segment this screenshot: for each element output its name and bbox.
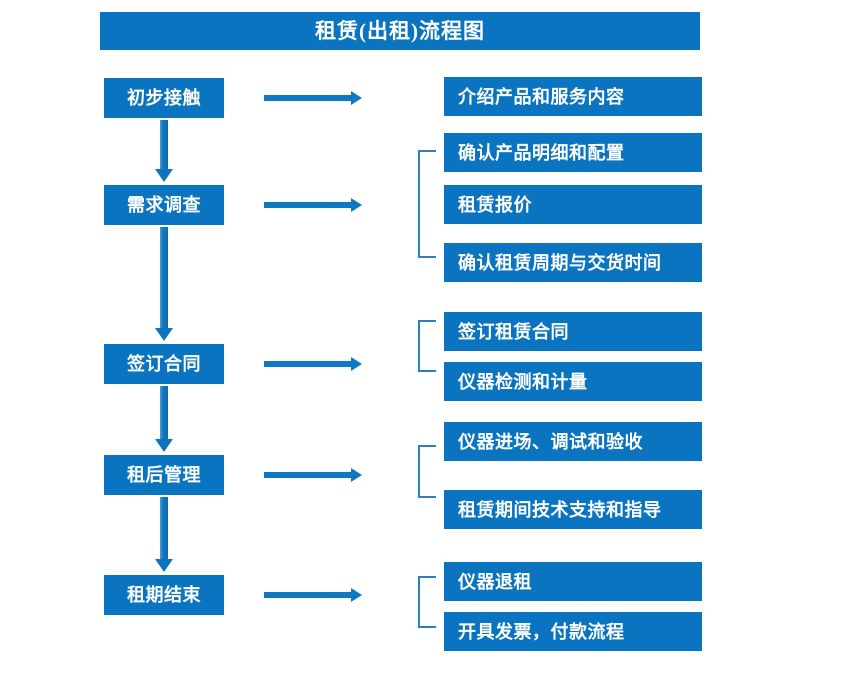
group-bracket-4 xyxy=(418,576,436,628)
detail-box-1[interactable]: 介绍产品和服务内容 xyxy=(444,77,702,116)
detail-label: 仪器检测和计量 xyxy=(458,371,588,392)
right-arrow-icon-4 xyxy=(264,468,362,482)
detail-box-8[interactable]: 租赁期间技术支持和指导 xyxy=(444,490,702,529)
stage-box-5[interactable]: 租期结束 xyxy=(104,575,224,615)
group-bracket-3 xyxy=(418,445,436,498)
down-arrow-icon-2 xyxy=(155,227,173,341)
detail-label: 确认产品明细和配置 xyxy=(458,142,625,163)
detail-box-10[interactable]: 开具发票，付款流程 xyxy=(444,612,702,651)
detail-box-4[interactable]: 确认租赁周期与交货时间 xyxy=(444,243,702,282)
right-arrow-icon-1 xyxy=(264,91,362,105)
right-arrow-icon-3 xyxy=(264,357,362,371)
detail-label: 仪器进场、调试和验收 xyxy=(458,431,643,452)
detail-label: 租赁期间技术支持和指导 xyxy=(458,499,662,520)
chart-title-banner: 租赁(出租)流程图 xyxy=(100,12,700,50)
right-arrow-icon-2 xyxy=(264,198,362,212)
stage-box-4[interactable]: 租后管理 xyxy=(104,455,224,495)
down-arrow-icon-4 xyxy=(155,497,173,572)
group-bracket-1 xyxy=(418,150,436,258)
detail-label: 确认租赁周期与交货时间 xyxy=(458,252,662,273)
page-title: 租赁(出租)流程图 xyxy=(315,18,485,43)
detail-box-5[interactable]: 签订租赁合同 xyxy=(444,312,702,351)
detail-box-7[interactable]: 仪器进场、调试和验收 xyxy=(444,422,702,461)
right-arrow-icon-5 xyxy=(264,588,362,602)
detail-box-6[interactable]: 仪器检测和计量 xyxy=(444,362,702,401)
stage-label: 签订合同 xyxy=(127,354,201,374)
stage-label: 租期结束 xyxy=(127,585,201,605)
stage-label: 需求调查 xyxy=(127,195,201,215)
group-bracket-2 xyxy=(418,320,436,372)
stage-box-1[interactable]: 初步接触 xyxy=(104,78,224,118)
detail-label: 租赁报价 xyxy=(458,194,532,215)
detail-box-2[interactable]: 确认产品明细和配置 xyxy=(444,133,702,172)
detail-label: 开具发票，付款流程 xyxy=(458,621,625,642)
stage-label: 租后管理 xyxy=(127,465,201,485)
detail-label: 仪器退租 xyxy=(458,571,532,592)
detail-box-3[interactable]: 租赁报价 xyxy=(444,185,702,224)
detail-label: 介绍产品和服务内容 xyxy=(458,86,625,107)
down-arrow-icon-3 xyxy=(155,386,173,452)
stage-box-3[interactable]: 签订合同 xyxy=(104,344,224,384)
detail-label: 签订租赁合同 xyxy=(458,321,569,342)
detail-box-9[interactable]: 仪器退租 xyxy=(444,562,702,601)
stage-box-2[interactable]: 需求调查 xyxy=(104,185,224,225)
down-arrow-icon-1 xyxy=(155,120,173,182)
stage-label: 初步接触 xyxy=(127,88,201,108)
